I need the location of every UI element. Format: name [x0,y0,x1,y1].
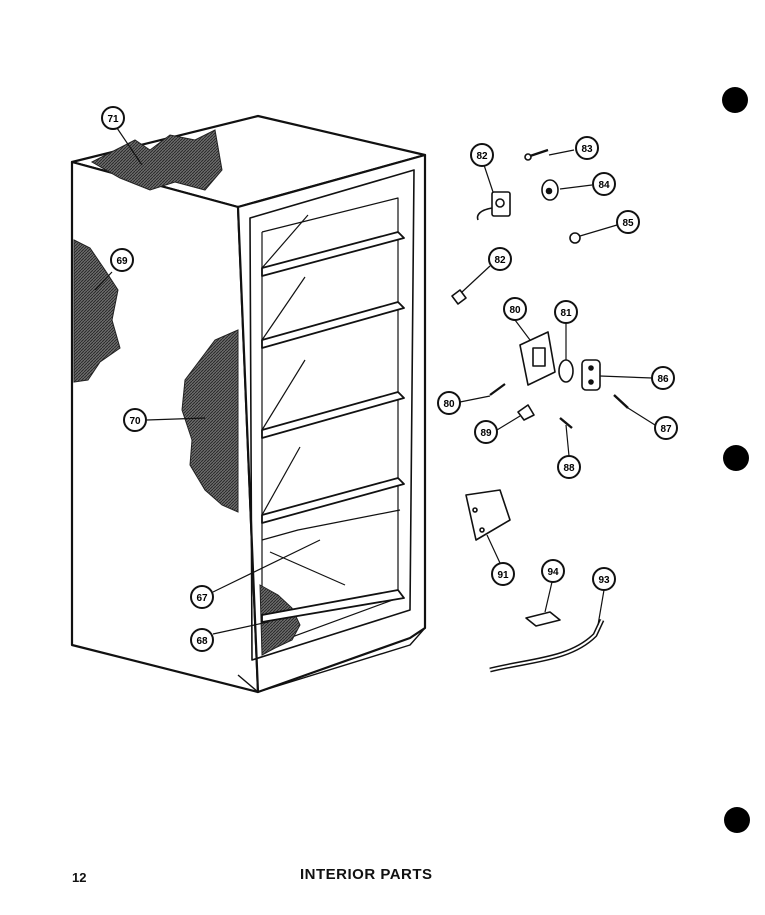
svg-text:69: 69 [116,256,128,267]
shelves [261,214,405,623]
callout-82-top: 82 [470,143,494,167]
insulation-cutaway-top [90,129,223,191]
svg-text:85: 85 [622,218,634,229]
callout-80-left: 80 [437,391,461,415]
callout-82-mid: 82 [488,247,512,271]
svg-text:87: 87 [660,424,672,435]
screw-part-88 [559,417,573,429]
parts [451,148,629,673]
registration-dot-top [722,87,748,113]
callout-85: 85 [616,210,640,234]
insulation-cutaway-bottom [259,584,301,656]
callout-70: 70 [123,408,147,432]
svg-text:88: 88 [563,463,575,474]
knob-part-84 [541,179,559,201]
callout-94: 94 [541,559,565,583]
insulation-cutaway-inner [181,329,239,513]
callout-81: 81 [554,300,578,324]
shelf-4 [261,477,405,524]
gasket-part-81 [558,359,574,383]
screw-part-83 [524,148,549,161]
shelf-3 [261,391,405,439]
svg-text:80: 80 [509,305,521,316]
screw-part-87 [613,394,629,409]
callout-84: 84 [592,172,616,196]
shelf-5-bottom [261,589,405,623]
thermostat-part-82 [476,191,511,221]
callout-87: 87 [654,416,678,440]
svg-text:89: 89 [480,428,492,439]
callout-88: 88 [557,455,581,479]
callout-89: 89 [474,420,498,444]
bracket-part-89 [517,404,535,421]
svg-text:80: 80 [443,399,455,410]
svg-text:93: 93 [598,575,610,586]
heater-wire-part-93 [489,618,605,673]
clip-part-82b [451,289,467,305]
svg-text:70: 70 [129,416,141,427]
page-number: 12 [72,870,87,885]
registration-dot-bottom [724,807,750,833]
registration-dot-middle [723,445,749,471]
callout-83: 83 [575,136,599,160]
svg-text:82: 82 [494,255,506,266]
callout-71: 71 [101,106,125,130]
shelf-2 [261,301,405,349]
latch-plate-part-80 [519,331,556,386]
svg-text:86: 86 [657,374,669,385]
svg-text:83: 83 [581,144,593,155]
callout-86: 86 [651,366,675,390]
page-title: INTERIOR PARTS [300,866,433,883]
svg-text:71: 71 [107,114,119,125]
strike-part-86 [581,359,601,391]
svg-text:67: 67 [196,593,208,604]
svg-text:68: 68 [196,636,208,647]
callout-80-top: 80 [503,297,527,321]
svg-text:94: 94 [547,567,559,578]
hinge-part-91 [465,489,511,541]
clip-part-94 [525,611,561,627]
svg-text:82: 82 [476,151,488,162]
callout-69: 69 [110,248,134,272]
nut-part-85 [569,232,581,244]
callout-67: 67 [190,585,214,609]
screw-part-80b [489,383,506,396]
svg-text:81: 81 [560,308,572,319]
leader-lines [94,127,656,635]
shelf-1 [261,231,405,277]
callout-93: 93 [592,567,616,591]
svg-text:91: 91 [497,570,509,581]
svg-text:84: 84 [598,180,610,191]
callout-68: 68 [190,628,214,652]
callout-91: 91 [491,562,515,586]
